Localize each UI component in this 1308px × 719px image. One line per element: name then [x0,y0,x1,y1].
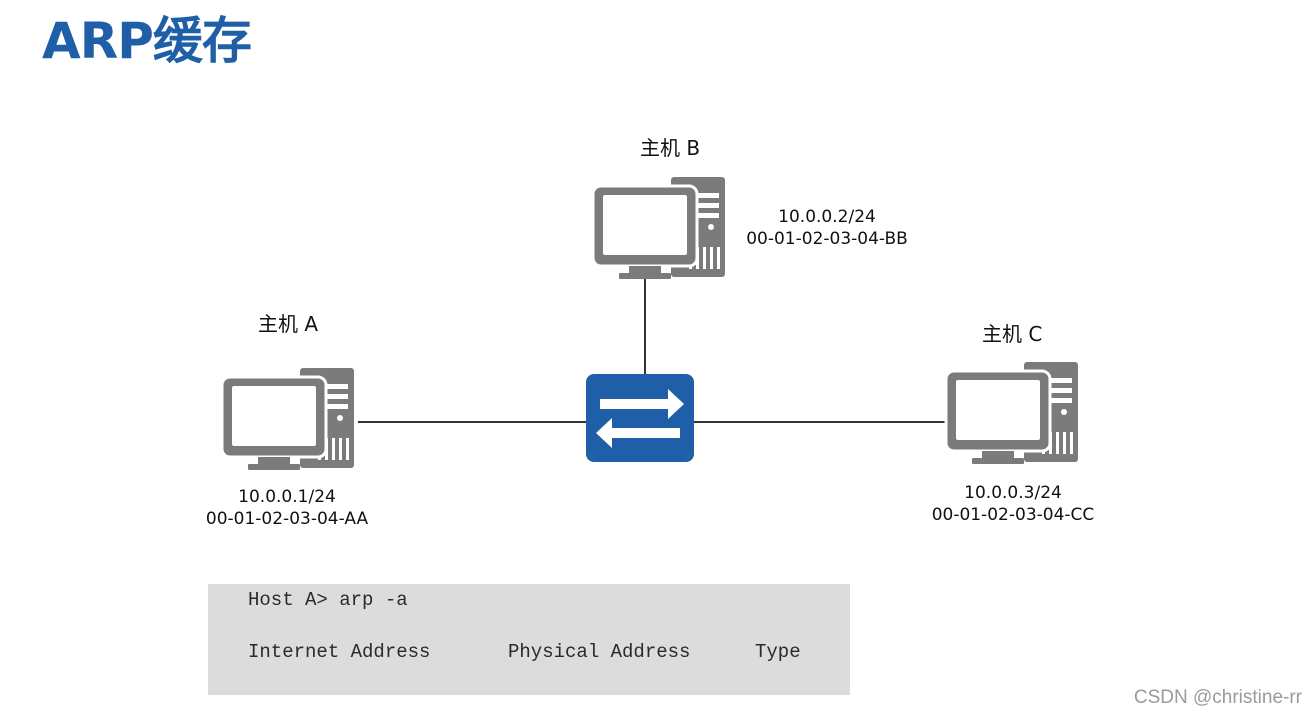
host-c-label: 主机 C [982,322,1043,346]
page-title: ARP缓存 [42,12,252,70]
host-c-mac: 00-01-02-03-04-CC [931,505,1095,525]
header-physical-address: Physical Address [508,641,691,663]
host-a-label: 主机 A [258,312,319,336]
host-b-mac: 00-01-02-03-04-BB [746,229,908,249]
terminal-command: Host A> arp -a [248,589,408,611]
header-internet-address: Internet Address [248,641,431,663]
host-a-mac: 00-01-02-03-04-AA [205,509,369,529]
host-c-address: 10.0.0.3/24 00-01-02-03-04-CC [918,482,1108,526]
host-a-computer-icon [220,366,356,472]
host-a-ip: 10.0.0.1/24 [238,487,336,507]
host-c-ip: 10.0.0.3/24 [964,483,1062,503]
host-a-address: 10.0.0.1/24 00-01-02-03-04-AA [192,486,382,530]
header-type: Type [755,641,801,663]
host-b-ip: 10.0.0.2/24 [778,207,876,227]
host-c-computer-icon [944,360,1080,466]
switch-arrows-icon [586,374,694,462]
arp-terminal: Host A> arp -a Internet Address Physical… [208,584,850,695]
host-b-computer-icon [591,175,727,281]
host-b-address: 10.0.0.2/24 00-01-02-03-04-BB [732,206,922,250]
watermark: CSDN @christine-rr [1133,687,1302,708]
host-b-label: 主机 B [640,136,701,160]
